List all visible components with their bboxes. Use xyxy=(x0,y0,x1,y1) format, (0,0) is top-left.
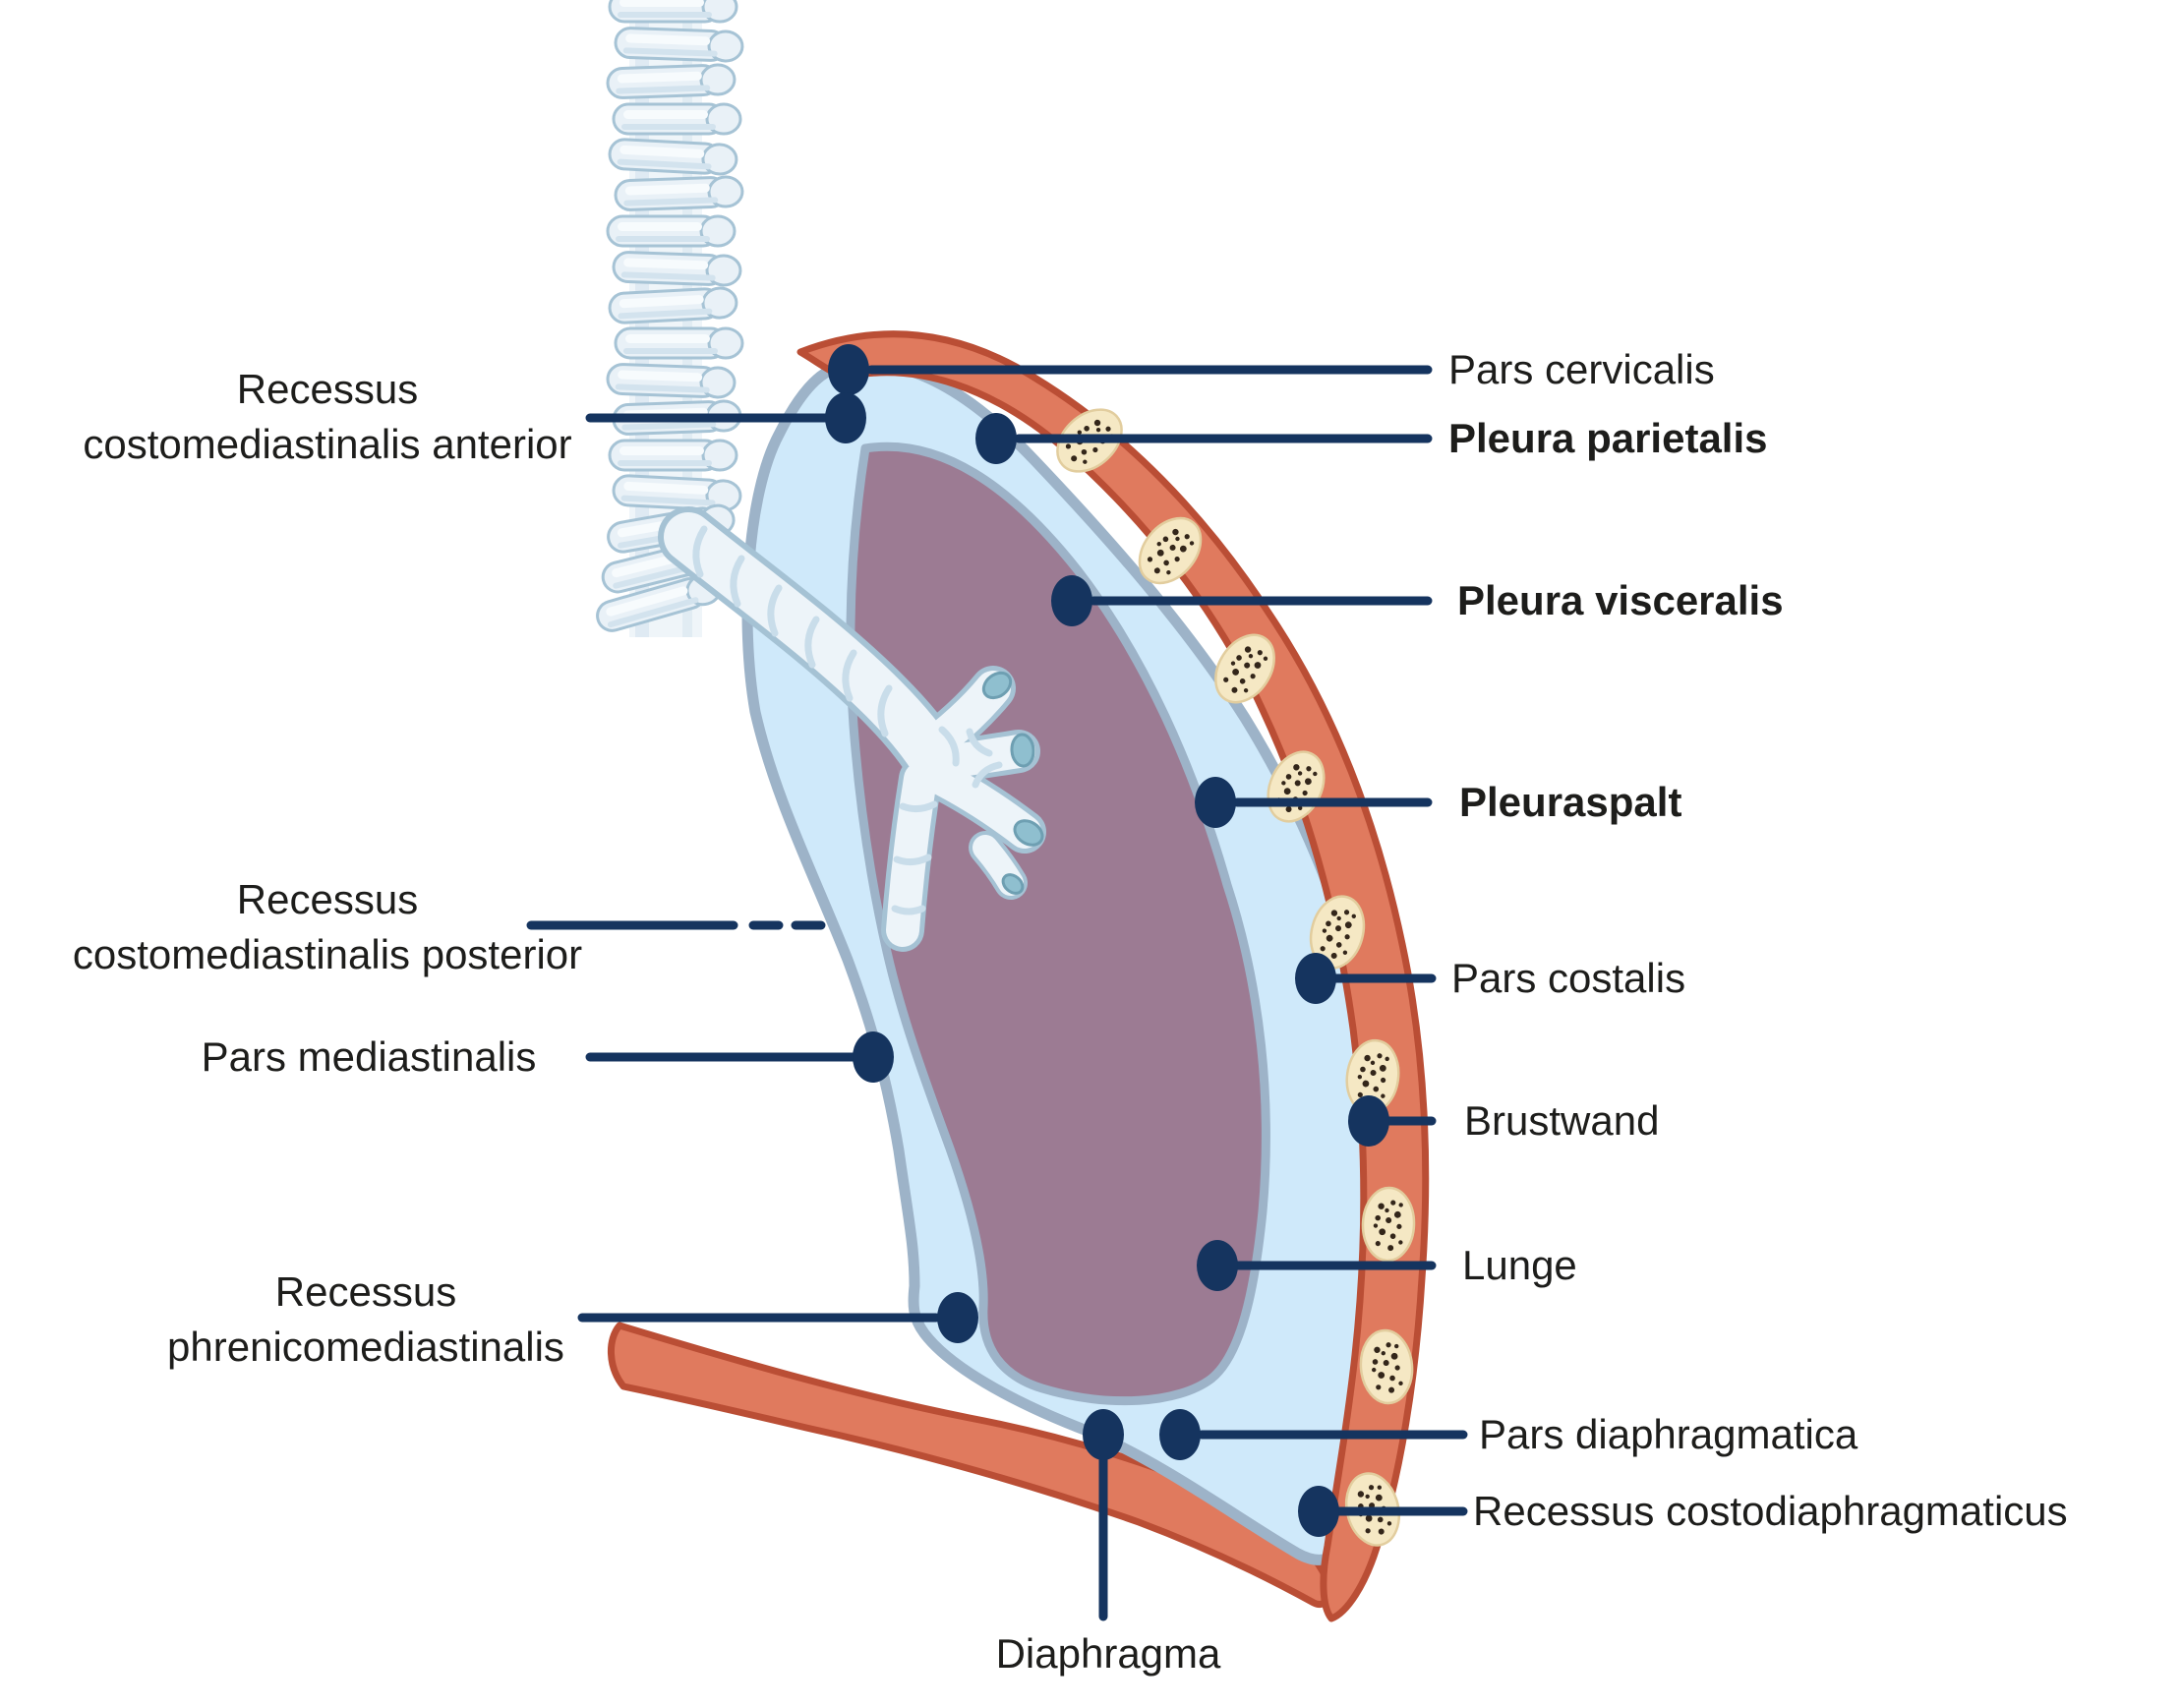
diaphragm-band xyxy=(607,1322,1332,1608)
label-pars-costalis: Pars costalis xyxy=(1451,955,1686,1001)
dot-brustwand xyxy=(1348,1095,1389,1147)
label-line: Recessus xyxy=(236,366,419,412)
label-brustwand: Brustwand xyxy=(1464,1097,1660,1144)
label-lunge: Lunge xyxy=(1462,1242,1577,1288)
label-pleura-visceralis: Pleura visceralis xyxy=(1457,577,1784,623)
label-recessus-costomediastinalis-anterior: Recessus costomediastinalis anterior xyxy=(83,362,571,472)
rib-cross-section xyxy=(1360,1185,1417,1264)
label-recessus-costodiaphragmaticus: Recessus costodiaphragmaticus xyxy=(1473,1488,2068,1534)
label-pars-diaphragmatica: Pars diaphragmatica xyxy=(1479,1411,1858,1457)
label-pleura-parietalis: Pleura parietalis xyxy=(1448,415,1768,461)
dot-lunge xyxy=(1197,1240,1238,1291)
label-dots xyxy=(825,344,1389,1537)
leader-lines xyxy=(526,365,1468,1621)
dot-pleura-parietalis xyxy=(975,413,1017,464)
label-line: costomediastinalis anterior xyxy=(83,421,572,467)
dot-pleura-visceralis xyxy=(1051,575,1092,626)
label-recessus-phrenicomediastinalis: Recessus phrenicomediastinalis xyxy=(167,1265,564,1375)
trachea-bronchi xyxy=(658,506,1046,952)
dot-pars-cervicalis xyxy=(828,344,869,395)
label-diaphragma: Diaphragma xyxy=(995,1630,1221,1677)
dot-recessus-costomediastinalis-anterior xyxy=(825,392,866,443)
dot-pars-diaphragmatica xyxy=(1159,1409,1201,1460)
dot-recessus-phrenicomediastinalis xyxy=(937,1292,978,1343)
dot-pars-costalis xyxy=(1295,953,1336,1004)
label-line: Pars mediastinalis xyxy=(201,1033,537,1080)
label-line: Recessus xyxy=(236,876,419,922)
label-line: phrenicomediastinalis xyxy=(167,1324,564,1370)
dot-pleuraspalt xyxy=(1195,777,1236,828)
label-recessus-costomediastinalis-posterior: Recessus costomediastinalis posterior xyxy=(73,872,582,982)
label-line: Recessus xyxy=(274,1268,457,1315)
label-pars-cervicalis: Pars cervicalis xyxy=(1448,346,1715,392)
dot-recessus-costodiaphragmaticus xyxy=(1298,1486,1339,1537)
dot-pars-mediastinalis xyxy=(853,1031,894,1083)
label-pars-mediastinalis: Pars mediastinalis xyxy=(202,1030,537,1085)
bronchus-openings xyxy=(981,671,1044,895)
label-pleuraspalt: Pleuraspalt xyxy=(1459,779,1682,825)
label-line: costomediastinalis posterior xyxy=(72,931,583,977)
lung-shape xyxy=(846,442,1270,1406)
dot-diaphragma xyxy=(1083,1409,1124,1460)
